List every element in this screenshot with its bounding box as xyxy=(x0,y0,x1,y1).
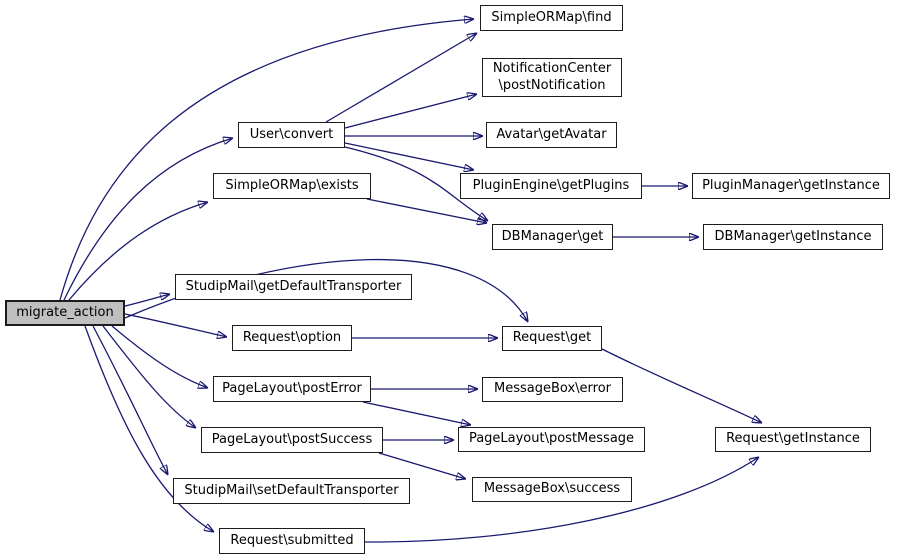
edge-migrate-action-to-simpleormap-exists xyxy=(68,202,208,301)
edge-user-convert-to-simpleormap-find xyxy=(325,33,477,123)
node-pagelayout-postsuccess[interactable]: PageLayout\postSuccess xyxy=(201,427,383,453)
node-simpleormap-exists[interactable]: SimpleORMap\exists xyxy=(213,173,371,199)
node-pagelayout-posterror[interactable]: PageLayout\postError xyxy=(213,376,371,402)
node-simpleormap-find[interactable]: SimpleORMap\find xyxy=(480,5,623,31)
node-studipmail-setdefaulttransporter[interactable]: StudipMail\setDefaultTransporter xyxy=(173,478,410,504)
node-request-option[interactable]: Request\option xyxy=(232,325,352,351)
node-avatar-getavatar[interactable]: Avatar\getAvatar xyxy=(486,122,617,148)
edge-user-convert-to-dbmanager-get xyxy=(344,146,488,221)
edge-migrate-action-to-pagelayout-postsuccess xyxy=(102,325,196,428)
node-notificationcenter-postnotification[interactable]: NotificationCenter \postNotification xyxy=(482,58,622,97)
edge-migrate-action-to-simpleormap-find xyxy=(59,19,474,301)
node-messagebox-success[interactable]: MessageBox\success xyxy=(472,477,632,502)
edge-migrate-action-to-studipmail-setdefaulttransporter xyxy=(92,325,168,475)
node-pluginengine-getplugins[interactable]: PluginEngine\getPlugins xyxy=(460,173,642,199)
node-request-get[interactable]: Request\get xyxy=(502,326,602,351)
edge-request-submitted-to-request-getinstance xyxy=(364,457,759,543)
node-studipmail-getdefaulttransporter[interactable]: StudipMail\getDefaultTransporter xyxy=(175,274,412,300)
edge-user-convert-to-notificationcenter-postnotification xyxy=(344,94,477,129)
edge-request-get-to-request-getinstance xyxy=(601,348,762,423)
node-request-getinstance[interactable]: Request\getInstance xyxy=(715,427,871,452)
node-messagebox-error[interactable]: MessageBox\error xyxy=(482,377,623,402)
node-user-convert[interactable]: User\convert xyxy=(238,122,345,148)
node-dbmanager-get[interactable]: DBManager\get xyxy=(492,224,613,250)
node-migrate-action: migrate_action xyxy=(5,300,125,326)
edge-pagelayout-posterror-to-pagelayout-postmessage xyxy=(362,401,471,425)
edge-migrate-action-to-request-submitted xyxy=(84,325,214,532)
edge-migrate-action-to-user-convert xyxy=(63,138,233,301)
node-dbmanager-getinstance[interactable]: DBManager\getInstance xyxy=(703,224,883,250)
edge-migrate-action-to-pagelayout-posterror xyxy=(111,325,208,388)
edge-pagelayout-postsuccess-to-messagebox-success xyxy=(378,452,466,479)
edge-migrate-action-to-studipmail-getdefaulttransporter xyxy=(124,294,170,307)
edge-user-convert-to-pluginengine-getplugins xyxy=(344,142,474,170)
node-pluginmanager-getinstance[interactable]: PluginManager\getInstance xyxy=(692,173,890,199)
edge-simpleormap-exists-to-dbmanager-get xyxy=(366,198,487,223)
node-pagelayout-postmessage[interactable]: PageLayout\postMessage xyxy=(458,427,645,452)
edge-migrate-action-to-request-option xyxy=(124,313,227,337)
node-request-submitted[interactable]: Request\submitted xyxy=(219,528,365,554)
